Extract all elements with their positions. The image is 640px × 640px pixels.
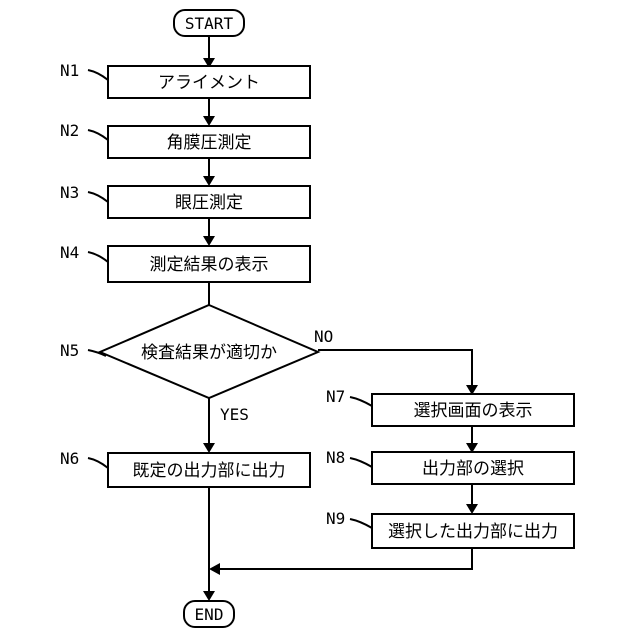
step-n8: 出力部の選択 N8 [326, 448, 574, 484]
step-n8-text: 出力部の選択 [422, 459, 524, 479]
step-n2-id: N2 [60, 121, 79, 140]
step-n4-id: N4 [60, 243, 79, 262]
step-n3: 眼圧測定 N3 [60, 183, 310, 218]
step-n7: 選択画面の表示 N7 [326, 387, 574, 426]
step-n6-id: N6 [60, 449, 79, 468]
step-n1: アライメント N1 [60, 61, 310, 98]
branch-no-label: NO [314, 327, 333, 346]
step-n1-id: N1 [60, 61, 79, 80]
step-n3-id: N3 [60, 183, 79, 202]
decision-n5: 検査結果が適切か N5 YES NO [60, 305, 333, 424]
step-n3-text: 眼圧測定 [175, 193, 243, 213]
step-n6: 既定の出力部に出力 N6 [60, 449, 310, 487]
branch-yes-label: YES [220, 405, 249, 424]
step-n7-id: N7 [326, 387, 345, 406]
step-n7-text: 選択画面の表示 [414, 401, 533, 421]
step-n4-text: 測定結果の表示 [150, 255, 269, 275]
step-n4: 測定結果の表示 N4 [60, 243, 310, 282]
start-terminal: START [174, 10, 244, 36]
end-terminal: END [184, 601, 234, 627]
decision-n5-text: 検査結果が適切か [141, 343, 277, 363]
step-n2-text: 角膜圧測定 [167, 133, 252, 153]
end-label: END [195, 605, 224, 624]
step-n2: 角膜圧測定 N2 [60, 121, 310, 158]
start-label: START [185, 14, 234, 33]
step-n8-id: N8 [326, 448, 345, 467]
step-n9-text: 選択した出力部に出力 [388, 522, 558, 542]
step-n9-id: N9 [326, 509, 345, 528]
step-n6-text: 既定の出力部に出力 [133, 461, 286, 481]
step-n9: 選択した出力部に出力 N9 [326, 509, 574, 548]
decision-n5-id: N5 [60, 341, 79, 360]
step-n1-text: アライメント [158, 73, 260, 93]
